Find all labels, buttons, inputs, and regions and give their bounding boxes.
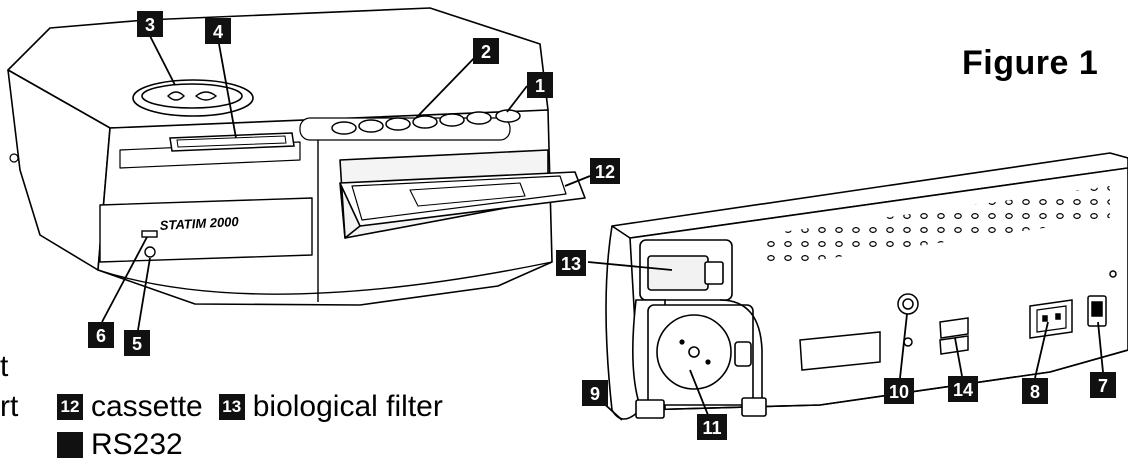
svg-text:1: 1 — [535, 76, 545, 96]
legend-label-cassette: cassette — [91, 390, 203, 423]
status-led — [144, 246, 156, 258]
rs232-connector — [939, 317, 969, 339]
label-plate — [799, 331, 881, 371]
leader-lines — [101, 35, 1104, 421]
lid-release-button — [132, 79, 254, 117]
svg-text:7: 7 — [1098, 376, 1108, 396]
callout-6: 6 — [88, 322, 114, 348]
svg-text:9: 9 — [590, 384, 600, 404]
svg-text:3: 3 — [145, 15, 155, 35]
svg-text:2: 2 — [481, 42, 491, 62]
brand-label: STATIM 2000 — [159, 214, 239, 233]
callout-2: 2 — [473, 38, 499, 64]
biological-filter — [639, 239, 733, 301]
legend-row-cutoff: RS232 — [57, 428, 183, 462]
legend-label-rs232: RS232 — [91, 428, 183, 461]
legend-label-biological-filter: biological filter — [252, 390, 443, 423]
legend-badge-13: 13 — [218, 394, 245, 420]
front-unit-side — [7, 69, 111, 271]
callout-8: 8 — [1022, 378, 1048, 404]
callout-4: 4 — [205, 18, 231, 44]
lcd-display — [169, 132, 295, 152]
legend-partial-top: t — [0, 350, 9, 383]
legend-badge-cutoff — [57, 432, 83, 458]
svg-text:6: 6 — [96, 326, 106, 346]
rs232-port — [141, 230, 158, 238]
legend-badge-12: 12 — [57, 394, 83, 420]
callout-3: 3 — [137, 11, 163, 37]
svg-text:10: 10 — [889, 382, 909, 402]
callout-1: 1 — [527, 72, 553, 98]
front-unit-top-lid — [7, 7, 549, 129]
diagram-canvas: STATIM 2000 — [7, 7, 1128, 440]
svg-text:8: 8 — [1030, 382, 1040, 402]
water-reservoir — [632, 299, 767, 419]
legend-row: 12 cassette 13 biological filter — [57, 390, 443, 424]
legend-partial-bottom: rt — [0, 390, 19, 423]
figure-title: Figure 1 — [962, 44, 1099, 82]
callout-badges: 1 2 3 4 5 6 7 8 9 10 11 12 13 14 — [88, 11, 1116, 440]
callout-14: 14 — [948, 376, 978, 402]
svg-text:11: 11 — [702, 418, 721, 438]
svg-text:5: 5 — [132, 334, 142, 354]
callout-5: 5 — [124, 330, 150, 356]
callout-7: 7 — [1090, 372, 1116, 398]
callout-10: 10 — [884, 378, 914, 404]
svg-text:4: 4 — [213, 22, 223, 42]
front-unit-door-recess — [99, 197, 313, 263]
front-label-area: STATIM 2000 — [141, 214, 240, 258]
svg-text:12: 12 — [595, 162, 615, 182]
callout-13: 13 — [556, 250, 586, 276]
callout-9: 9 — [582, 380, 608, 406]
rear-details — [799, 270, 1117, 371]
vent-grille — [760, 186, 1110, 268]
callout-11: 11 — [697, 414, 727, 440]
control-button-row — [299, 109, 521, 141]
cassette-tray — [339, 149, 586, 239]
callout-12: 12 — [590, 158, 620, 184]
svg-text:13: 13 — [561, 254, 581, 274]
svg-text:14: 14 — [953, 380, 973, 400]
